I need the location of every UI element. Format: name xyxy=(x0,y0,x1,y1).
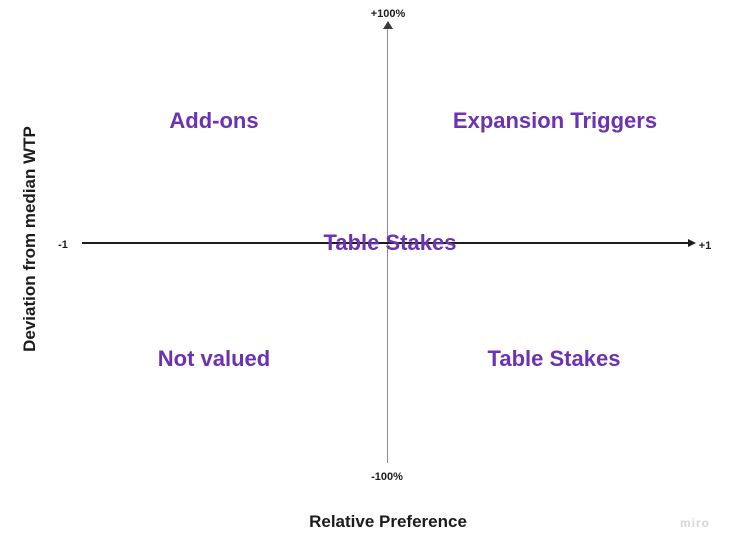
quadrant-label-bottom-left[interactable]: Not valued xyxy=(157,346,271,371)
x-axis-title[interactable]: Relative Preference xyxy=(309,512,467,531)
y-axis-arrow-up-icon xyxy=(383,21,393,29)
quadrant-label-bottom-right[interactable]: Table Stakes xyxy=(487,346,621,371)
quadrant-label-top-left[interactable]: Add-ons xyxy=(169,108,259,133)
y-axis-max-label: +100% xyxy=(370,8,406,20)
x-axis-min-label: -1 xyxy=(58,239,68,251)
y-axis-min-label: -100% xyxy=(371,471,403,483)
miro-watermark: miro xyxy=(679,516,711,530)
x-axis-arrow-right-icon xyxy=(688,239,696,247)
x-axis-line xyxy=(82,242,690,244)
x-axis-max-label: +1 xyxy=(698,240,712,252)
y-axis-line xyxy=(387,28,388,463)
quadrant-label-center[interactable]: Table Stakes xyxy=(323,230,457,255)
y-axis-title[interactable]: Deviation from median WTP xyxy=(20,126,39,352)
quadrant-label-top-right[interactable]: Expansion Triggers xyxy=(452,108,658,133)
